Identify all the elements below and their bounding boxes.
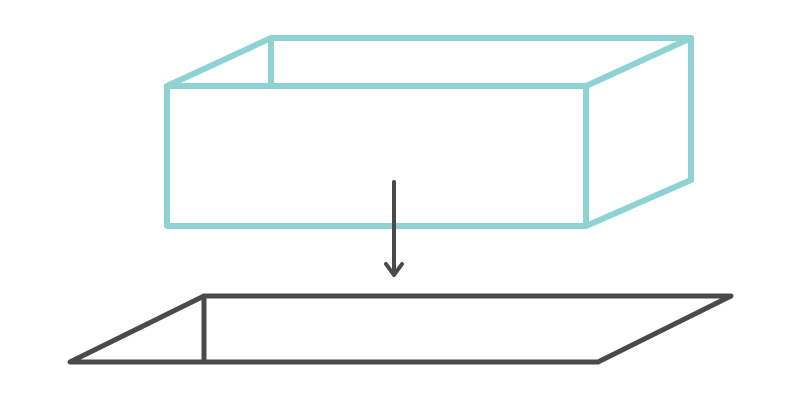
arrow-head [384, 262, 404, 277]
box-top-right-edge [583, 35, 694, 89]
base-outline [67, 293, 734, 365]
open-box [164, 35, 694, 229]
box-bottom-right-edge [583, 177, 694, 229]
base-parallelogram [67, 293, 734, 365]
box-top-left-edge [164, 35, 274, 89]
box-front-face [164, 83, 589, 229]
down-arrow [384, 180, 404, 277]
